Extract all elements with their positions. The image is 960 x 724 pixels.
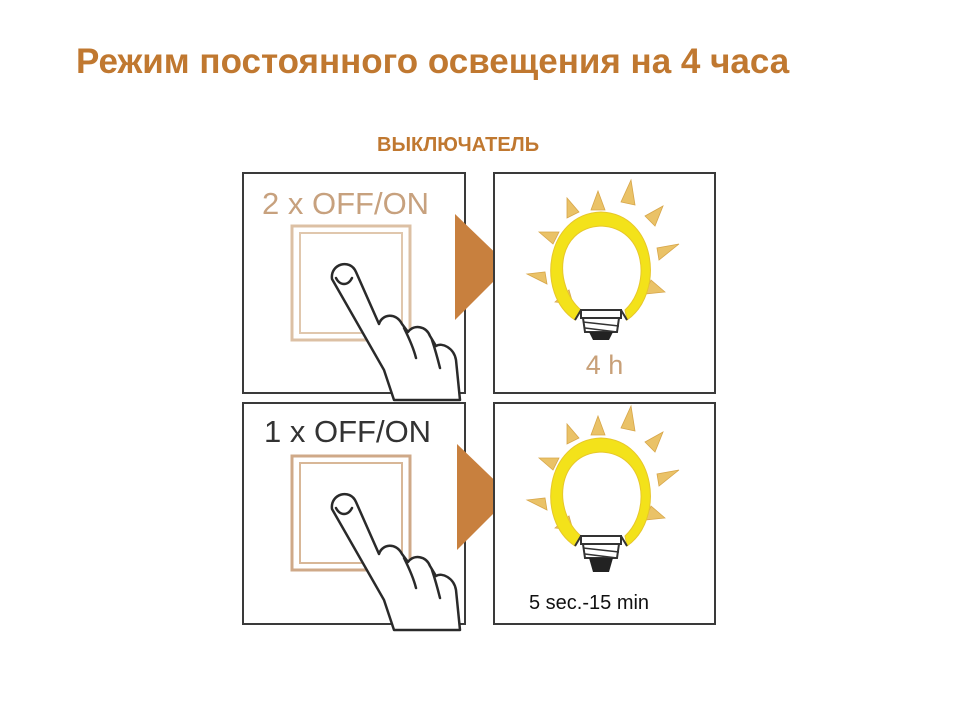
duration-label-row-1: 4 h [585, 350, 624, 380]
page-title: Режим постоянного освещения на 4 часа [76, 42, 790, 81]
arrow-right-icon [457, 444, 511, 550]
switch-icon [290, 454, 462, 632]
light-bulb-icon [525, 404, 680, 572]
arrow-right-icon [455, 214, 509, 320]
hand-icon [330, 492, 462, 632]
switch-heading: ВЫКЛЮЧАТЕЛЬ [377, 134, 540, 156]
action-label-row-1: 2 x OFF/ON [262, 186, 430, 221]
light-ray-icon [525, 178, 680, 305]
switch-panel-row-1: 2 x OFF/ON [242, 172, 466, 402]
switch-panel-row-2: 1 x OFF/ON [242, 402, 466, 632]
bulb-panel-row-1: 4 h [493, 172, 716, 394]
duration-label-row-2: 5 sec.-15 min [529, 592, 650, 614]
light-ray-icon [525, 404, 680, 531]
action-label-row-2: 1 x OFF/ON [264, 414, 432, 449]
hand-icon [330, 262, 462, 402]
bulb-panel-row-2: 5 sec.-15 min [493, 402, 716, 625]
light-bulb-icon [525, 178, 680, 340]
switch-icon [290, 224, 462, 402]
